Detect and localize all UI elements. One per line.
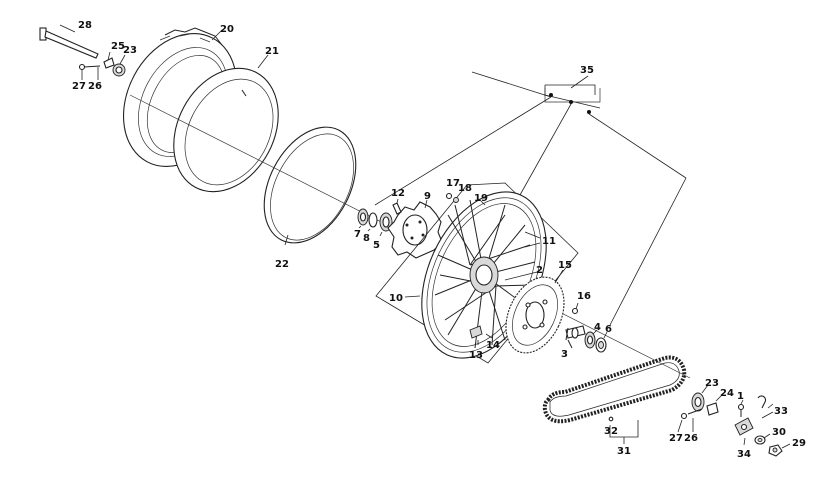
axle-nut-group-right xyxy=(734,395,791,457)
callout-30: 30 xyxy=(772,427,786,438)
rear-axle xyxy=(39,24,99,59)
callout-16: 16 xyxy=(577,291,591,302)
chain-adjuster-right xyxy=(680,384,724,420)
callout-3: 3 xyxy=(561,349,568,360)
callout-22: 22 xyxy=(275,259,289,270)
assembly-35-bracket xyxy=(374,71,687,326)
callout-2: 2 xyxy=(536,265,543,276)
callout-25: 25 xyxy=(111,41,125,52)
callout-27-right: 27 xyxy=(669,433,683,444)
callout-23-right: 23 xyxy=(705,378,719,389)
axle-nut-group-left xyxy=(78,51,126,77)
callout-15: 15 xyxy=(558,260,572,271)
callout-14: 14 xyxy=(486,340,500,351)
hub-bearings-left xyxy=(357,208,393,237)
callout-29: 29 xyxy=(792,438,806,449)
drive-chain xyxy=(542,355,687,444)
inner-tube xyxy=(173,54,279,193)
callout-8: 8 xyxy=(363,233,370,244)
brake-disc xyxy=(387,198,443,259)
callout-20: 20 xyxy=(220,24,234,35)
spoke-nipple-parts xyxy=(445,192,459,203)
callout-18: 18 xyxy=(458,183,472,194)
callout-33: 33 xyxy=(774,406,788,417)
callout-24: 24 xyxy=(720,388,734,399)
callout-23-left: 23 xyxy=(123,45,137,56)
callout-5: 5 xyxy=(373,240,380,251)
callout-19: 19 xyxy=(474,193,488,204)
callout-12: 12 xyxy=(391,188,405,199)
rear-sprocket xyxy=(505,269,565,354)
callout-27-left: 27 xyxy=(72,81,86,92)
callout-7: 7 xyxy=(354,229,361,240)
callout-34: 34 xyxy=(737,449,751,460)
hub-spacer-right xyxy=(565,302,608,353)
callout-26-right: 26 xyxy=(684,433,698,444)
callout-11: 11 xyxy=(542,236,556,247)
callout-10: 10 xyxy=(389,293,403,304)
callout-13: 13 xyxy=(469,350,483,361)
callout-28: 28 xyxy=(78,20,92,31)
callout-32: 32 xyxy=(604,426,618,437)
callout-1: 1 xyxy=(737,391,744,402)
callout-35: 35 xyxy=(580,65,594,76)
rim-band xyxy=(263,126,357,246)
callout-4: 4 xyxy=(594,322,601,333)
callout-31: 31 xyxy=(617,446,631,457)
callout-26-left: 26 xyxy=(88,81,102,92)
callout-21: 21 xyxy=(265,46,279,57)
callout-17: 17 xyxy=(446,178,460,189)
callout-labels: 1 2 3 4 5 6 7 8 9 10 11 12 13 14 15 16 1… xyxy=(72,20,806,460)
callout-9: 9 xyxy=(424,191,431,202)
callout-6: 6 xyxy=(605,324,612,335)
